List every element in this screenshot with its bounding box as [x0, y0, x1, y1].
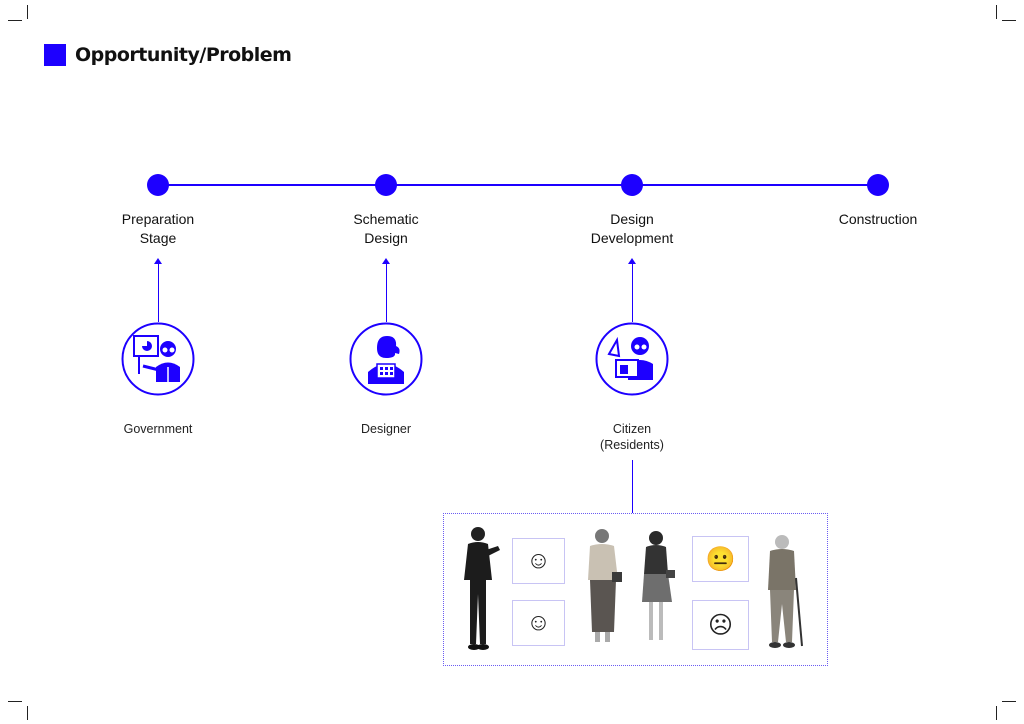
timeline-line: [158, 184, 878, 186]
man-in-suit-figure: [464, 527, 500, 650]
woman-with-handbag-figure: [588, 529, 622, 642]
reaction-bubble-smile: ☺: [512, 538, 565, 584]
citizen-icon: [595, 322, 669, 396]
page-header: Opportunity/Problem: [44, 44, 292, 66]
page-title: Opportunity/Problem: [75, 44, 292, 66]
government-presenter-icon: [121, 322, 195, 396]
timeline-node-development: [621, 174, 643, 196]
crop-mark: [1002, 701, 1016, 702]
citizen-connector-line: [632, 460, 633, 513]
role-label-government: Government: [123, 422, 193, 436]
arrow-up-icon: [155, 258, 162, 322]
crop-mark: [27, 706, 28, 720]
timeline-node-schematic: [375, 174, 397, 196]
citizen-feedback-panel: ☺ ☺ 😐 ☹: [443, 513, 828, 666]
role-label-designer: Designer: [360, 422, 412, 436]
smile-emoji-icon: ☺: [526, 609, 551, 636]
crop-mark: [996, 706, 997, 720]
stage-label-construction: Construction: [838, 211, 918, 227]
crop-mark: [1002, 20, 1016, 21]
old-man-with-cane-figure: [768, 535, 803, 648]
crop-mark: [8, 20, 22, 21]
designer-icon: [349, 322, 423, 396]
arrow-up-icon: [629, 258, 636, 322]
reaction-bubble-smile: ☺: [512, 600, 565, 646]
reaction-bubble-frown: ☹: [692, 600, 749, 650]
smile-emoji-icon: ☺: [526, 547, 551, 574]
crop-mark: [8, 701, 22, 702]
timeline-node-preparation: [147, 174, 169, 196]
neutral-emoji-icon: 😐: [705, 545, 736, 573]
reaction-bubble-neutral: 😐: [692, 536, 749, 582]
timeline-node-construction: [867, 174, 889, 196]
woman-in-dress-figure: [642, 531, 675, 640]
role-label-citizen: Citizen(Residents): [600, 422, 664, 452]
title-square-icon: [44, 44, 66, 66]
crop-mark: [996, 5, 997, 19]
crop-mark: [27, 5, 28, 19]
arrow-up-icon: [383, 258, 390, 322]
frown-emoji-icon: ☹: [707, 611, 734, 639]
